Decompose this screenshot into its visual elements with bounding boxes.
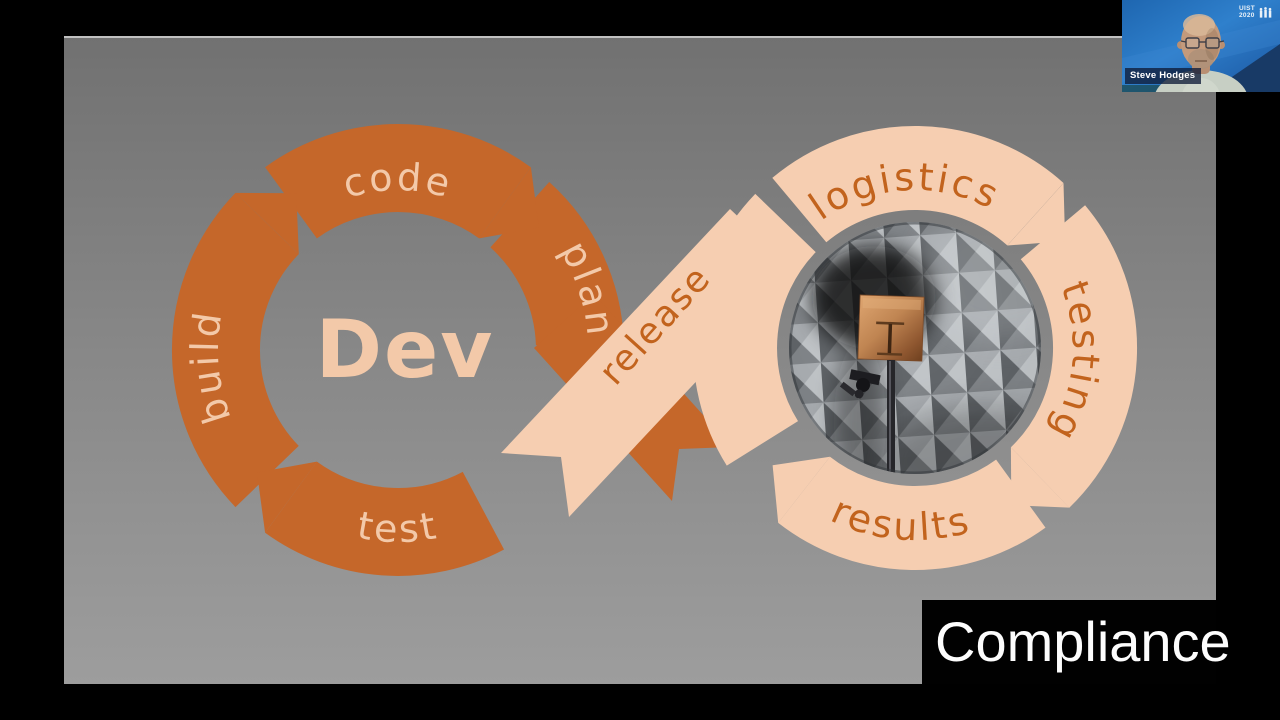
- uist-2020-badge: UIST 2020: [1238, 5, 1273, 19]
- presenter-avatar: [1155, 14, 1247, 92]
- testing-arrowhead: [1010, 447, 1070, 508]
- letterbox-bottom: [0, 684, 1280, 720]
- ribbon-arc: [693, 193, 817, 466]
- segment-code: [265, 124, 531, 240]
- results-arrowhead: [772, 456, 830, 523]
- letterbox-right: [1216, 36, 1280, 684]
- ops-loop: [501, 126, 1137, 570]
- patch-antenna: [857, 294, 925, 362]
- badge-line1: UIST: [1238, 5, 1255, 12]
- code-arrowhead: [479, 167, 539, 239]
- letterbox-left: [0, 36, 64, 684]
- caption-box: Compliance: [922, 600, 1231, 684]
- logistics-arrowhead: [1007, 183, 1066, 246]
- segment-test: [265, 460, 505, 576]
- badge-line2: 2020: [1238, 11, 1255, 19]
- letterbox-top: [0, 0, 1280, 36]
- glasses: [1180, 37, 1225, 49]
- label-test: test: [354, 503, 439, 551]
- build-arrowhead: [235, 192, 299, 255]
- slide-top-edge-highlight: [64, 36, 1216, 38]
- segment-testing: [1010, 205, 1137, 508]
- presenter-video: [1122, 0, 1280, 92]
- presenter-name-tag: Steve Hodges: [1125, 68, 1202, 84]
- webcam-tile[interactable]: UIST 2020 Steve Hodges: [1122, 0, 1280, 92]
- caption-label: Compliance: [935, 610, 1231, 673]
- uist-crowd-icon: [1259, 7, 1272, 18]
- segment-results: [778, 456, 1046, 570]
- dev-label: Dev: [316, 303, 495, 396]
- mount-clamp: [839, 369, 881, 399]
- slide: Dev build code plan test release logisti…: [64, 36, 1216, 684]
- test-arrowhead: [257, 461, 317, 533]
- segment-logistics: [772, 126, 1064, 247]
- svg-text:test: test: [354, 503, 442, 551]
- segment-build: [172, 192, 300, 508]
